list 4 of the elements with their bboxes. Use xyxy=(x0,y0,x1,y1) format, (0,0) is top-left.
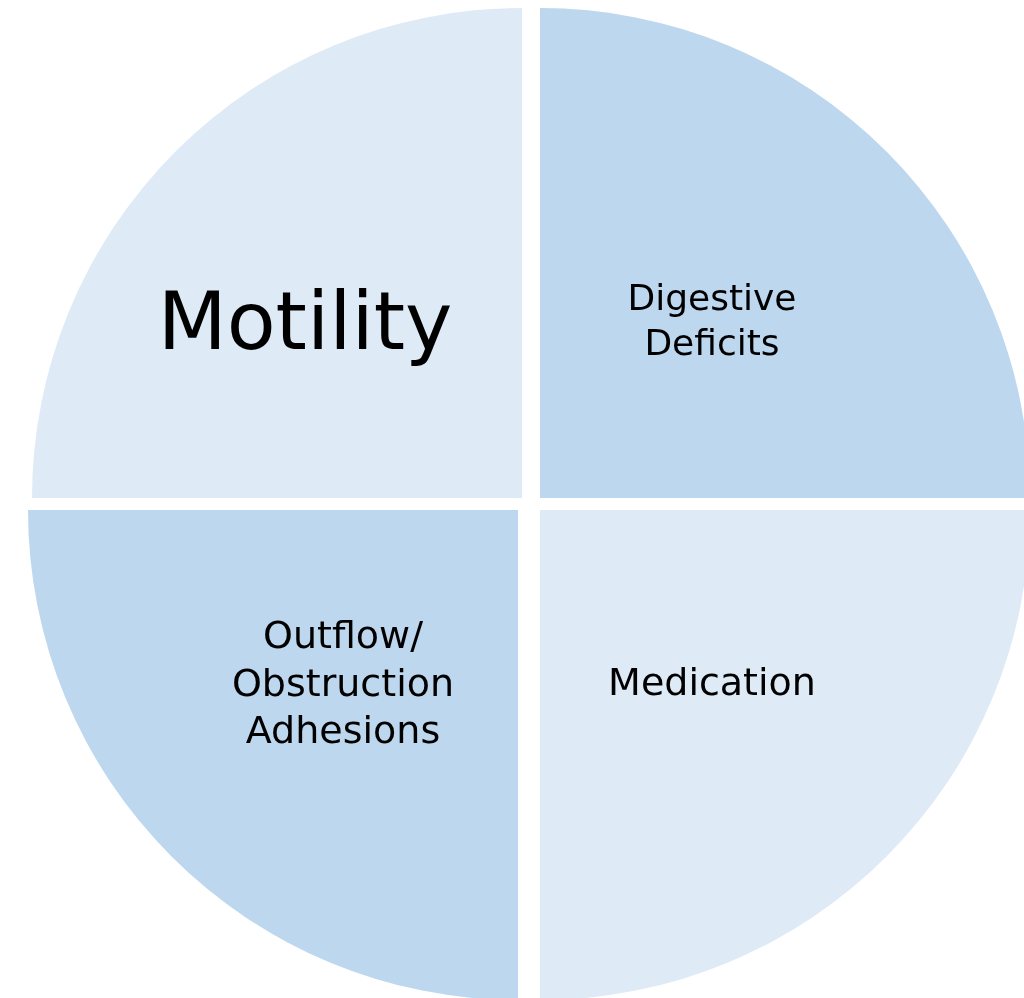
segment-label: Digestive Deficits xyxy=(626,276,798,365)
segment-label: Outflow/ Obstruction Adhesions xyxy=(230,611,456,754)
segment-label: Medication xyxy=(607,659,817,707)
segment-label: Motility xyxy=(156,274,454,370)
